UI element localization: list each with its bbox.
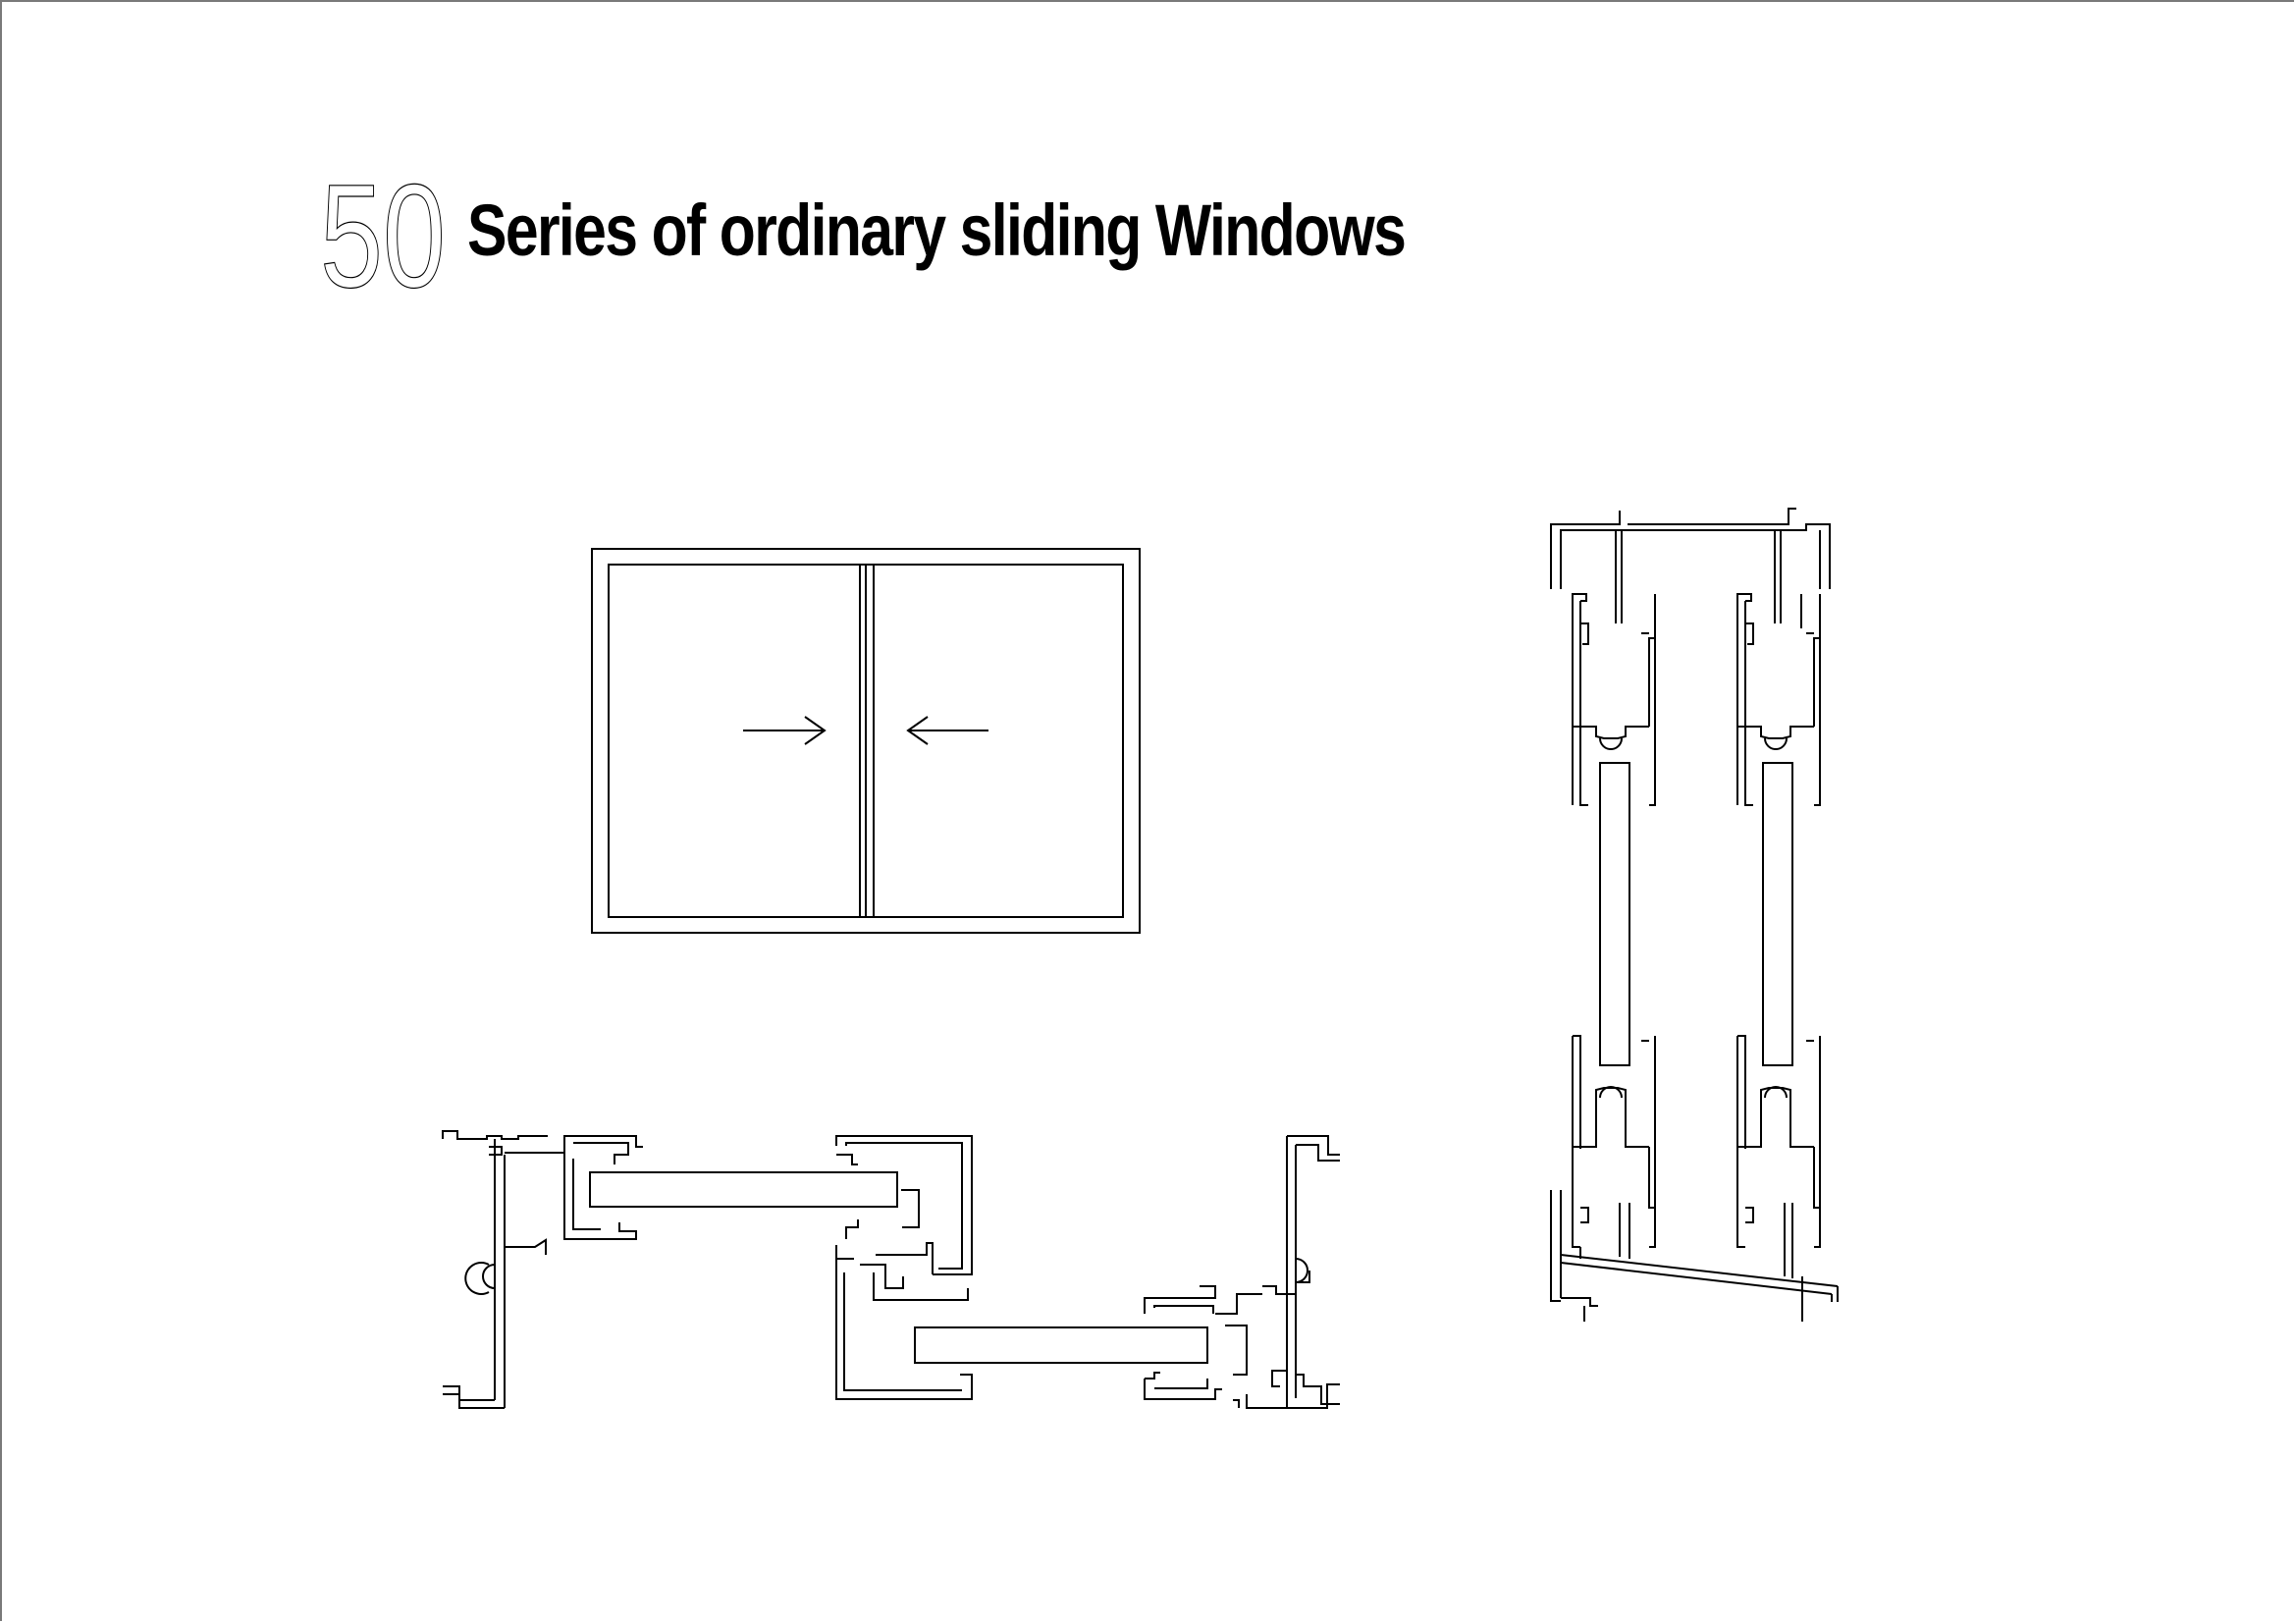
vertical-section (1550, 508, 1839, 1322)
series-number-text: 50 (320, 167, 446, 295)
page-title: Series of ordinary sliding Windows (467, 189, 1407, 271)
horizontal-section (442, 1130, 1340, 1409)
left-sash-glass (1599, 762, 1630, 1066)
window-elevation (591, 548, 1141, 934)
left-glass-pane (589, 1171, 898, 1208)
right-sash-glass (1762, 762, 1793, 1066)
right-glass-pane (914, 1326, 1208, 1364)
arrow-right-icon (743, 716, 827, 745)
series-number-outline: 50 (320, 167, 447, 295)
arrow-left-icon (906, 716, 988, 745)
outer-frame (591, 548, 1141, 934)
